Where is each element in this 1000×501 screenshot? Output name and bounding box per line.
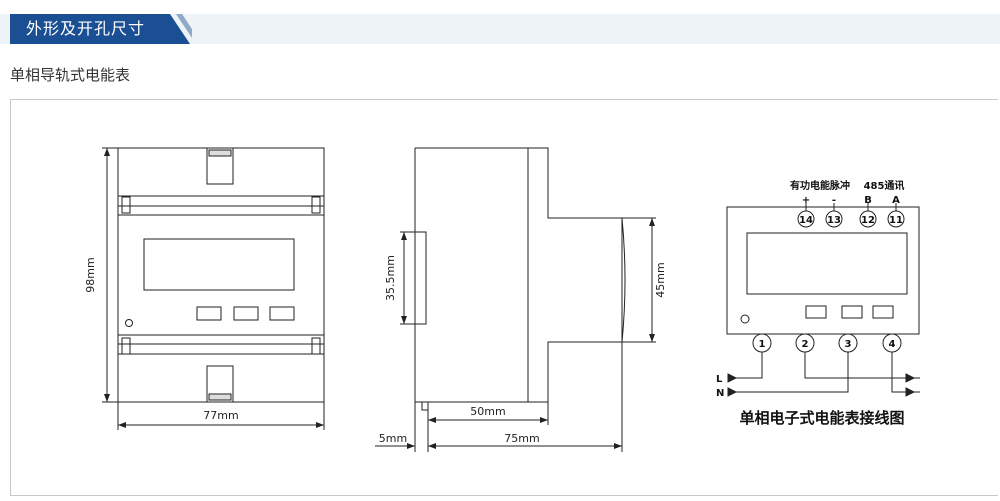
depth-75-label: 75mm [504, 432, 539, 445]
offset-5-label: 5mm [379, 432, 407, 445]
terminal-1: 1 [759, 339, 766, 350]
depth-50-label: 50mm [470, 405, 505, 418]
terminal-2: 2 [802, 339, 809, 350]
line-l-label: L [716, 374, 723, 385]
face-45-label: 45mm [654, 262, 667, 297]
terminal-14: 14 [799, 215, 813, 226]
pulse-label: 有功电能脉冲 [790, 179, 850, 192]
terminal-13: 13 [827, 215, 841, 226]
width-77-label: 77mm [203, 409, 238, 422]
a-label: A [892, 195, 900, 206]
dimension-arrows [104, 148, 655, 449]
product-subtitle: 单相导轨式电能表 [10, 66, 131, 84]
terminal-12: 12 [861, 215, 875, 226]
comm-label: 485通讯 [864, 179, 905, 192]
minus-label: - [832, 195, 836, 206]
terminal-11: 11 [889, 215, 903, 226]
drawing-frame [10, 99, 998, 496]
line-n-label: N [716, 388, 724, 399]
wiring-caption: 单相电子式电能表接线图 [739, 409, 904, 427]
front-view [102, 147, 325, 430]
section-title: 外形及开孔尺寸 [26, 19, 146, 38]
title-tab-shape [10, 14, 192, 44]
wiring-diagram [726, 203, 920, 397]
terminal-4: 4 [889, 339, 896, 350]
rail-35-5-label: 35.5mm [384, 255, 397, 301]
b-label: B [864, 195, 872, 206]
side-view [375, 147, 656, 452]
terminal-3: 3 [845, 339, 852, 350]
section-title-tab: 外形及开孔尺寸 [10, 14, 192, 44]
plus-label: + [802, 195, 810, 206]
height-98-label: 98mm [84, 257, 97, 292]
